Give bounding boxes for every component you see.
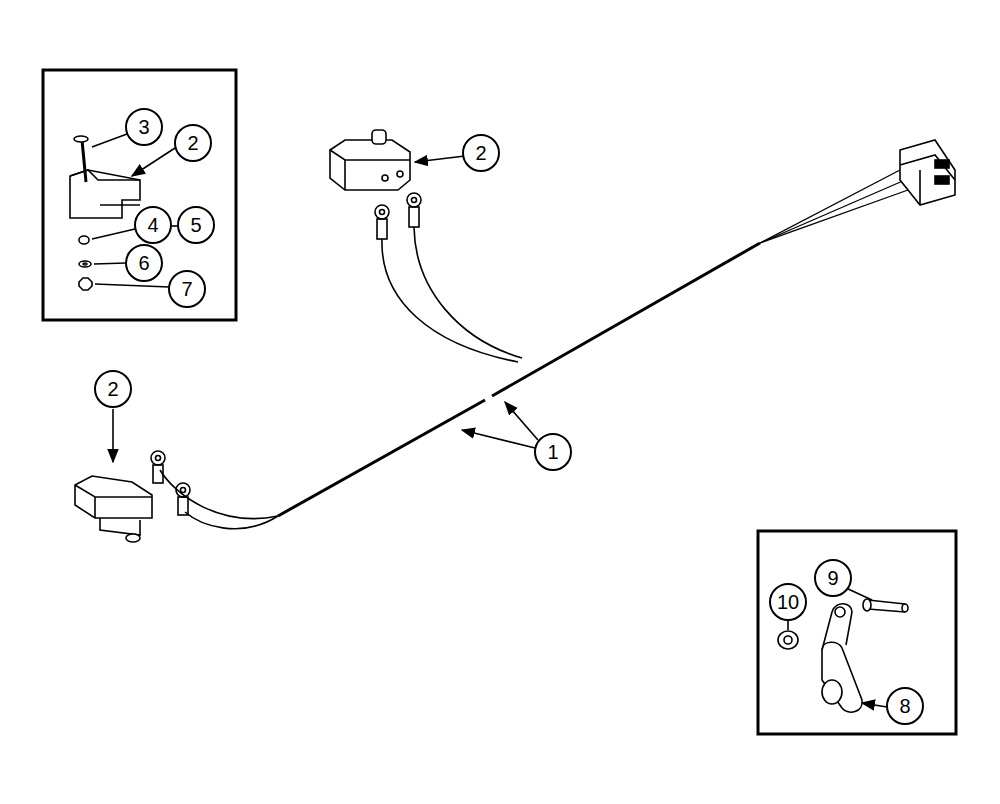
callout-number: 2 (174, 124, 212, 162)
callout-number: 2 (94, 370, 132, 408)
callout-number: 7 (168, 270, 206, 308)
callout-number: 5 (177, 206, 215, 244)
callout-number: 6 (125, 244, 163, 282)
callout-number: 8 (886, 687, 924, 725)
callout-number: 2 (462, 134, 500, 172)
callout-number: 4 (134, 206, 172, 244)
callout-number: 9 (814, 559, 852, 597)
callout-number: 1 (534, 433, 572, 471)
callout-number: 3 (125, 108, 163, 146)
callout-number: 10 (769, 583, 807, 621)
